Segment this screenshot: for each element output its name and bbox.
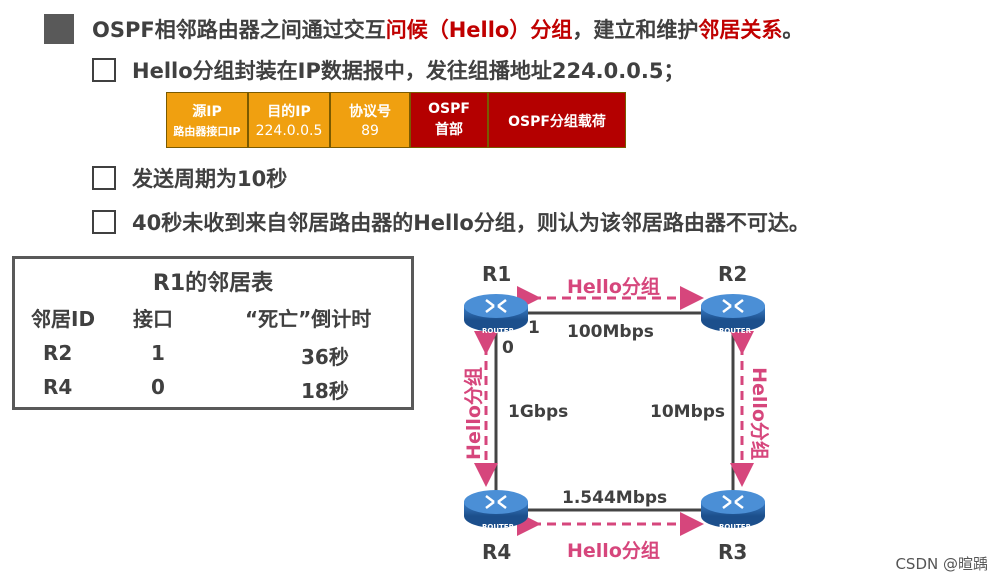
neighbor-table: R1的邻居表 邻居ID 接口 “死亡”倒计时 R2 1 36秒 R4 0 18秒 <box>12 256 414 410</box>
packet-ospf-line1: OSPF <box>428 101 470 117</box>
speed-r2-r3: 10Mbps <box>650 402 726 422</box>
table-row-1-iface: 1 <box>151 341 165 365</box>
main-text-end: 。 <box>782 18 804 42</box>
router-tag-r2: ROUTER <box>719 327 751 335</box>
packet-proto-sub: 89 <box>361 123 379 139</box>
hello-label-left: Hello分组 <box>462 367 485 460</box>
router-icon-r2 <box>701 294 765 332</box>
table-header-id: 邻居ID <box>31 307 96 331</box>
packet-field-src-ip: 源IP 路由器接口IP <box>166 92 248 148</box>
speed-r1-r4: 1Gbps <box>508 402 569 422</box>
sub-bullet-3: 40秒未收到来自邻居路由器的Hello分组，则认为该邻居路由器不可达。 <box>132 211 810 235</box>
r1-interface-0: 0 <box>502 338 514 358</box>
table-row-1-timer: 36秒 <box>301 345 349 369</box>
packet-src-title: 源IP <box>192 104 222 120</box>
main-text-mid: ，建立和维护 <box>572 18 699 42</box>
packet-src-sub: 路由器接口IP <box>173 125 241 138</box>
sub-bullet-box-1 <box>92 58 116 82</box>
neighbor-table-title: R1的邻居表 <box>152 271 274 296</box>
packet-field-ospf-header: OSPF 首部 <box>410 92 488 148</box>
router-icon-r4 <box>464 490 528 528</box>
packet-field-protocol: 协议号 89 <box>330 92 410 148</box>
speed-r4-r3: 1.544Mbps <box>562 488 668 508</box>
packet-ospf-line2: 首部 <box>435 122 463 138</box>
router-label-r4: R4 <box>482 540 512 564</box>
table-row-1-id: R2 <box>43 341 73 365</box>
r1-interface-1: 1 <box>528 318 540 338</box>
credit-text: CSDN @暄踽 <box>895 555 988 573</box>
main-text-hello-highlight: 问候（Hello）分组 <box>385 18 573 42</box>
table-header-iface: 接口 <box>133 307 173 331</box>
router-label-r1: R1 <box>482 262 512 286</box>
speed-r1-r2: 100Mbps <box>567 322 654 342</box>
router-icon-r1 <box>464 294 528 332</box>
router-icon-r3 <box>701 490 765 528</box>
packet-field-payload: OSPF分组载荷 <box>488 92 626 148</box>
router-tag-r3: ROUTER <box>719 523 751 531</box>
main-text-prefix: OSPF相邻路由器之间通过交互 <box>92 18 386 42</box>
main-bullet-square <box>44 14 74 44</box>
packet-proto-title: 协议号 <box>349 104 391 120</box>
packet-dst-title: 目的IP <box>267 104 311 120</box>
sub-bullet-box-2 <box>92 166 116 190</box>
packet-field-dst-ip: 目的IP 224.0.0.5 <box>248 92 330 148</box>
router-tag-r1: ROUTER <box>482 327 514 335</box>
table-row-2-iface: 0 <box>151 375 165 399</box>
sub-bullet-1: Hello分组封装在IP数据报中，发往组播地址224.0.0.5； <box>132 59 685 83</box>
table-header-timer: “死亡”倒计时 <box>245 307 372 331</box>
main-bullet-text: OSPF相邻路由器之间通过交互问候（Hello）分组，建立和维护邻居关系。 <box>92 14 803 44</box>
hello-label-right: Hello分组 <box>747 367 770 460</box>
hello-label-bottom: Hello分组 <box>567 540 660 562</box>
main-text-neighbor-highlight: 邻居关系 <box>698 18 783 42</box>
packet-payload-label: OSPF分组载荷 <box>508 114 606 130</box>
router-label-r2: R2 <box>718 262 748 286</box>
sub-bullet-2: 发送周期为10秒 <box>132 167 288 191</box>
hello-label-top: Hello分组 <box>567 276 660 298</box>
router-label-r3: R3 <box>718 540 748 564</box>
router-tag-r4: ROUTER <box>482 523 514 531</box>
table-row-2-id: R4 <box>43 375 73 399</box>
table-row-2-timer: 18秒 <box>301 379 349 403</box>
sub-bullet-box-3 <box>92 210 116 234</box>
packet-dst-sub: 224.0.0.5 <box>255 123 323 139</box>
